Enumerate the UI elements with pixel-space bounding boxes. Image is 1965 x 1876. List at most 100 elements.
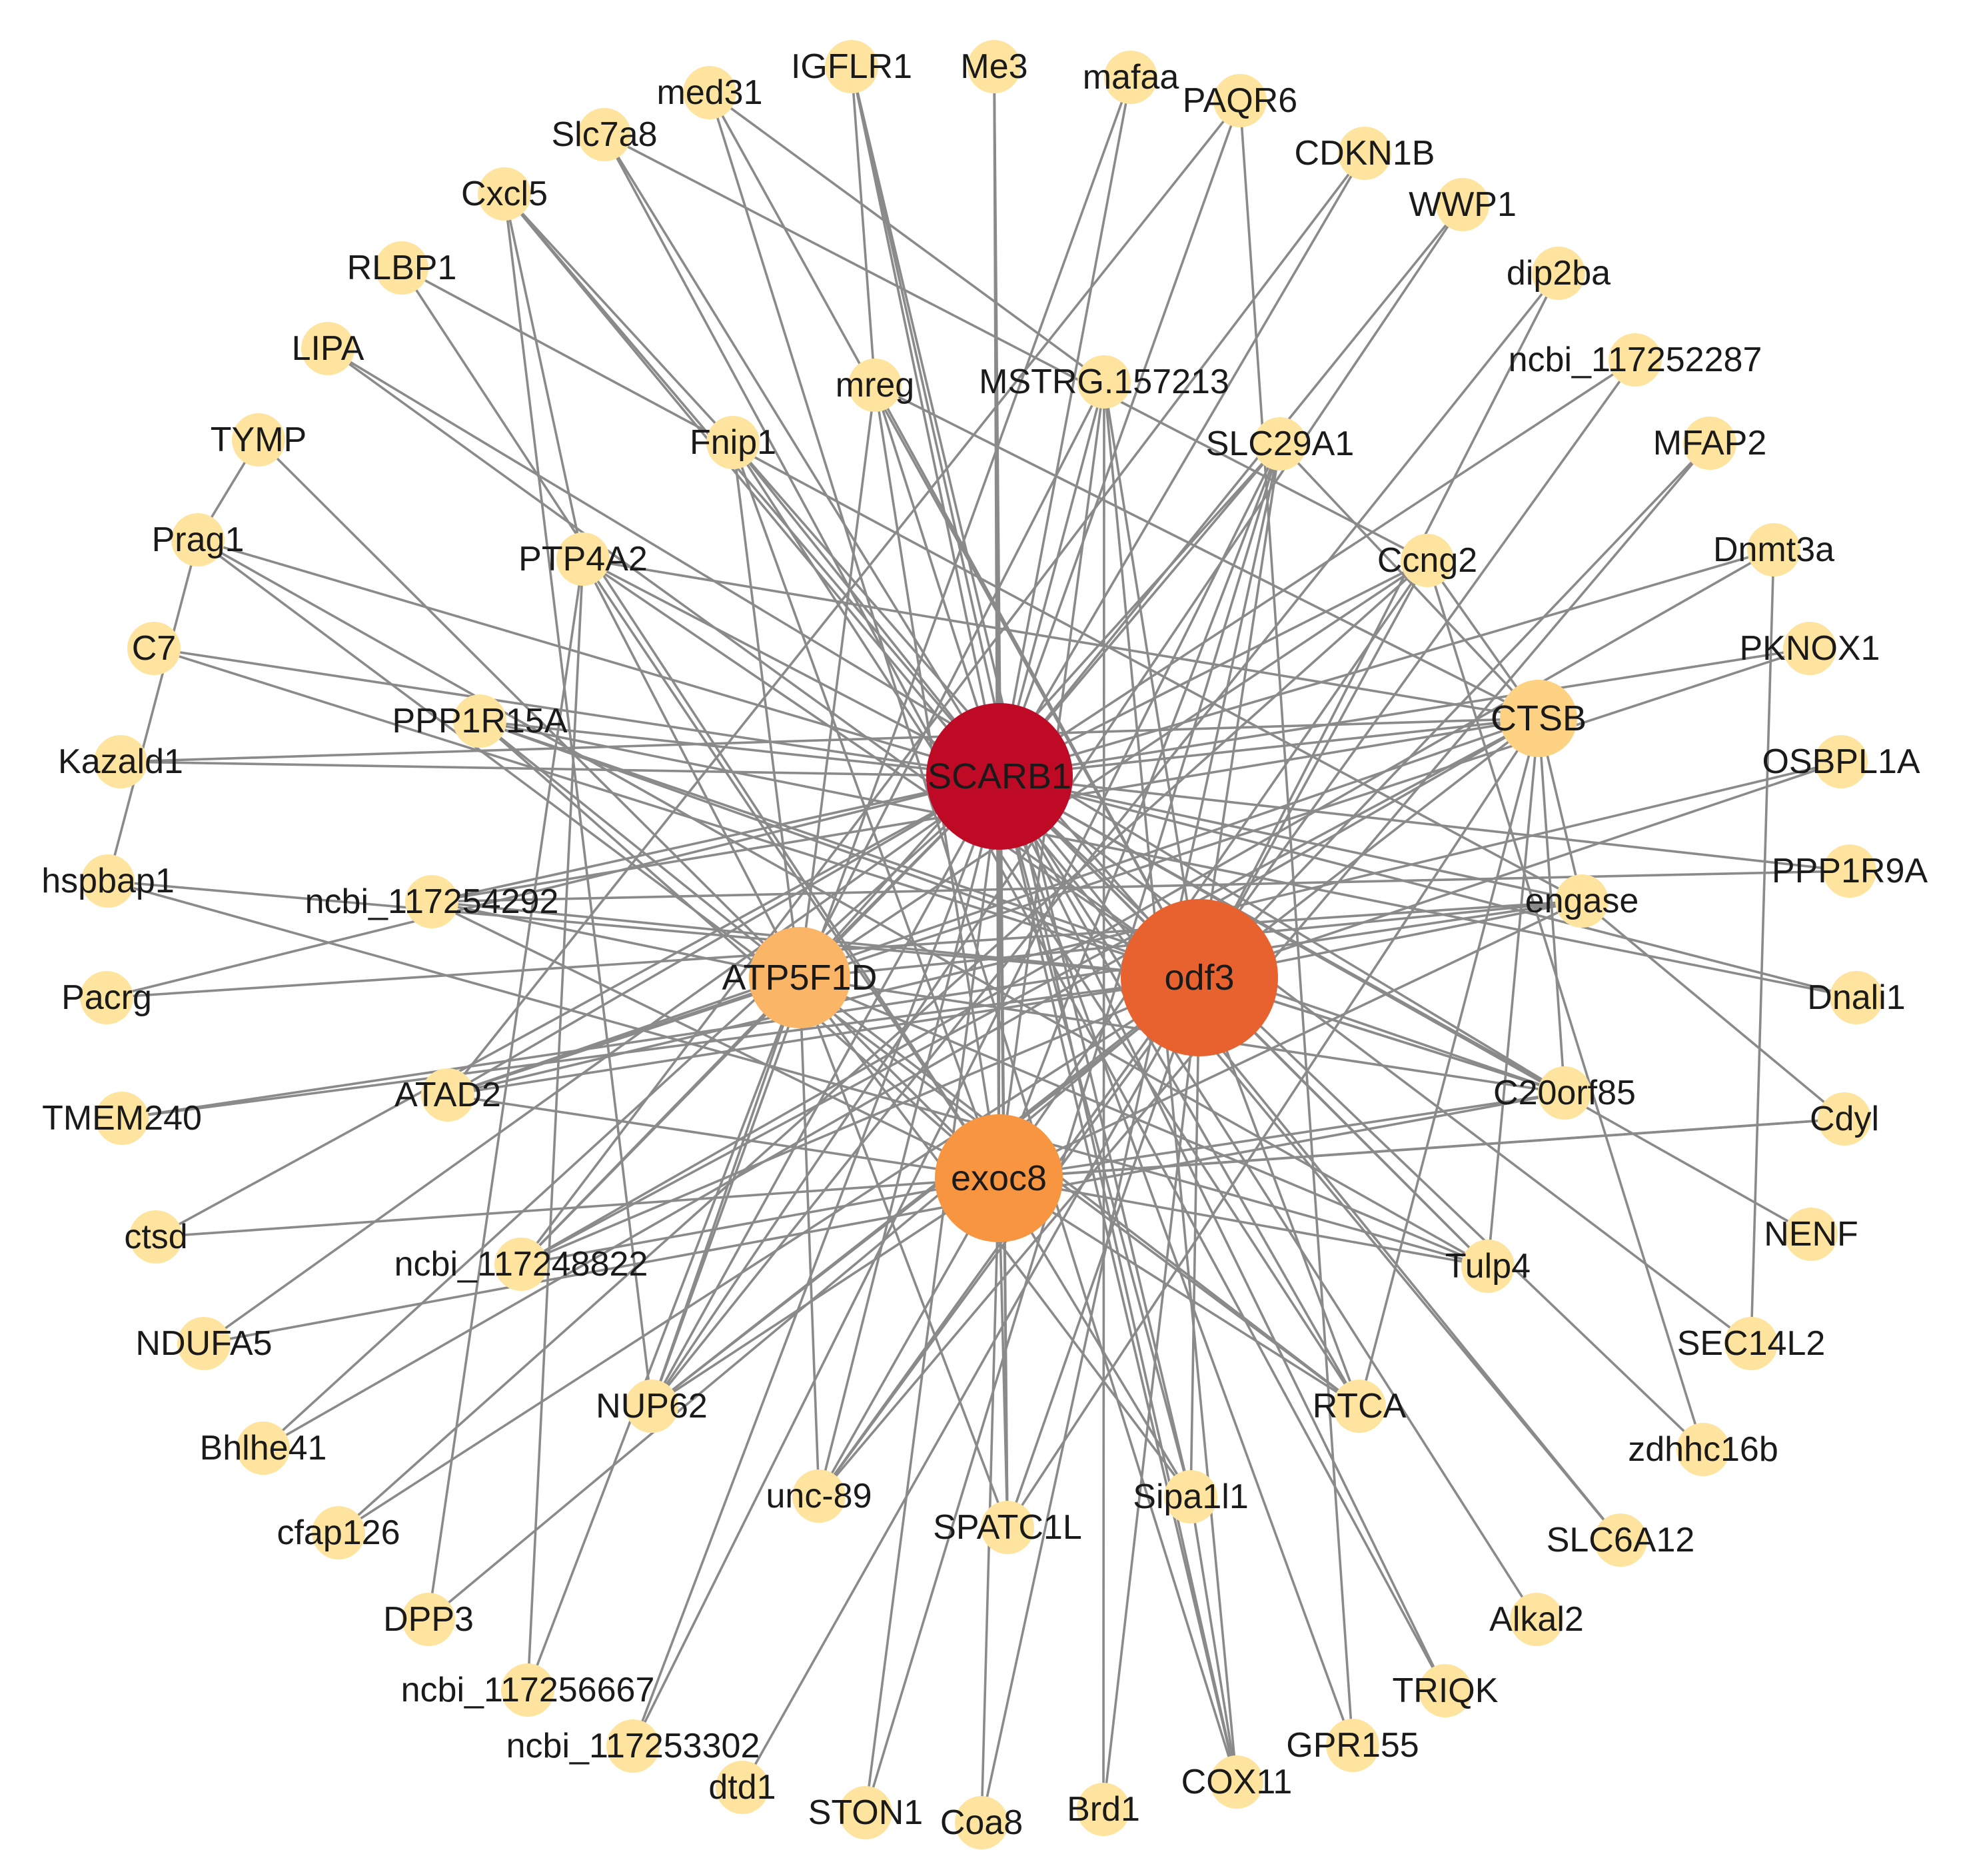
node-label-cxcl5: Cxcl5 bbox=[461, 175, 548, 213]
node-rlbp1: RLBP1 bbox=[347, 241, 456, 295]
node-circle-brd1 bbox=[1077, 1783, 1130, 1836]
node-label-spatc1l: SPATC1L bbox=[933, 1508, 1082, 1547]
node-slc7a8: Slc7a8 bbox=[552, 108, 658, 161]
edge-cxcl5-nup62 bbox=[503, 193, 653, 1407]
node-tmem240: TMEM240 bbox=[42, 1092, 202, 1145]
edge-kazald1-ctsb bbox=[120, 717, 1539, 763]
node-circle-ctsb bbox=[1500, 680, 1577, 757]
node-label-exoc8: exoc8 bbox=[951, 1158, 1047, 1198]
node-circle-slc29a1 bbox=[1253, 417, 1307, 470]
node-circle-mstrg-157213 bbox=[1077, 355, 1131, 409]
node-circle-sec14l2 bbox=[1724, 1317, 1778, 1370]
node-circle-pknox1 bbox=[1783, 622, 1836, 675]
edge-zdhhc16b-scarb1 bbox=[998, 775, 1704, 1451]
node-label-ppp1r9a: PPP1R9A bbox=[1772, 852, 1928, 890]
edge-dnmt3a-scarb1 bbox=[999, 548, 1774, 778]
node-label-sec14l2: SEC14L2 bbox=[1677, 1324, 1826, 1363]
edge-pknox1-atad2 bbox=[447, 647, 1810, 1096]
edge-cxcl5-ptp4a2 bbox=[503, 193, 584, 560]
node-cxcl5: Cxcl5 bbox=[461, 167, 548, 221]
node-label-tymp: TYMP bbox=[211, 421, 307, 459]
edge-brd1-mstrg-157213 bbox=[1102, 381, 1105, 1810]
edge-coa8-slc29a1 bbox=[980, 443, 1281, 1823]
edge-fnip1-rtca bbox=[732, 442, 1361, 1407]
edge-ptp4a2-ctsb bbox=[582, 558, 1539, 720]
node-ptp4a2: PTP4A2 bbox=[518, 532, 648, 586]
edge-slc29a1-atp5f1d bbox=[798, 443, 1281, 979]
node-circle-engase bbox=[1555, 874, 1609, 928]
edge-unc-89-atp5f1d bbox=[798, 977, 820, 1497]
node-label-cdkn1b: CDKN1B bbox=[1295, 134, 1435, 173]
node-label-slc7a8: Slc7a8 bbox=[552, 115, 658, 154]
node-circle-bhlhe41 bbox=[237, 1421, 290, 1475]
node-circle-rtca bbox=[1333, 1380, 1386, 1433]
edge-ncbi-117248822-ctsb bbox=[520, 717, 1539, 1266]
edge-rlbp1-exoc8 bbox=[400, 267, 1000, 1179]
node-coa8: Coa8 bbox=[940, 1796, 1023, 1849]
node-circle-ncbi-117248822 bbox=[494, 1238, 548, 1291]
node-label-tulp4: Tulp4 bbox=[1445, 1247, 1531, 1286]
node-circle-zdhhc16b bbox=[1676, 1423, 1730, 1476]
node-slc29a1: SLC29A1 bbox=[1206, 417, 1354, 470]
node-label-atp5f1d: ATP5F1D bbox=[722, 958, 877, 998]
node-label-atad2: ATAD2 bbox=[394, 1076, 501, 1114]
node-circle-mfap2 bbox=[1683, 417, 1736, 470]
node-label-wwp1: WWP1 bbox=[1409, 185, 1517, 224]
node-spatc1l: SPATC1L bbox=[933, 1501, 1082, 1554]
node-label-dpp3: DPP3 bbox=[383, 1600, 474, 1639]
node-rtca: RTCA bbox=[1313, 1380, 1407, 1433]
node-label-ctsb: CTSB bbox=[1491, 698, 1587, 738]
node-ncbi-117254292: ncbi_117254292 bbox=[305, 875, 559, 928]
edge-ncbi-117248822-exoc8 bbox=[520, 1177, 999, 1266]
edge-nup62-ctsb bbox=[650, 717, 1540, 1407]
node-circle-atp5f1d bbox=[749, 927, 850, 1028]
edge-rtca-ctsb bbox=[1358, 718, 1540, 1407]
edge-spatc1l-atp5f1d bbox=[798, 977, 1009, 1528]
node-label-ncbi-117256667: ncbi_117256667 bbox=[401, 1671, 655, 1709]
node-circle-ppp1r15a bbox=[453, 694, 506, 748]
node-label-c20orf85: C20orf85 bbox=[1493, 1074, 1636, 1112]
edge-ncbi-117253302-slc29a1 bbox=[632, 443, 1281, 1747]
edge-sec14l2-scarb1 bbox=[998, 775, 1752, 1345]
node-sipa1l1: Sipa1l1 bbox=[1133, 1470, 1249, 1523]
node-ndufa5: NDUFA5 bbox=[135, 1317, 273, 1370]
edge-nup62-exoc8 bbox=[651, 1177, 999, 1407]
edge-slc6a12-cxcl5 bbox=[503, 193, 1622, 1541]
node-label-tmem240: TMEM240 bbox=[42, 1099, 202, 1138]
node-hspbap1: hspbap1 bbox=[41, 854, 175, 908]
edge-cxcl5-fnip1 bbox=[503, 193, 734, 444]
edge-paqr6-scarb1 bbox=[998, 100, 1241, 777]
edge-paqr6-atad2 bbox=[446, 99, 1241, 1096]
node-circle-ncbi-117256667 bbox=[501, 1663, 554, 1717]
node-label-ncbi-117254292: ncbi_117254292 bbox=[305, 882, 559, 921]
edge-ptp4a2-exoc8 bbox=[582, 558, 1000, 1180]
edge-sec14l2-dnmt3a bbox=[1750, 549, 1775, 1344]
node-label-coa8: Coa8 bbox=[940, 1803, 1023, 1842]
node-circle-triqk bbox=[1419, 1664, 1472, 1717]
node-cdkn1b: CDKN1B bbox=[1295, 127, 1435, 180]
node-label-sipa1l1: Sipa1l1 bbox=[1133, 1477, 1248, 1516]
node-atad2: ATAD2 bbox=[394, 1068, 501, 1122]
node-circle-me3 bbox=[968, 40, 1021, 93]
edge-layer bbox=[106, 66, 1857, 1823]
node-circle-fnip1 bbox=[706, 416, 760, 469]
node-mfap2: MFAP2 bbox=[1653, 417, 1766, 470]
node-label-rtca: RTCA bbox=[1313, 1387, 1407, 1425]
node-dnali1: Dnali1 bbox=[1807, 971, 1906, 1024]
node-label-zdhhc16b: zdhhc16b bbox=[1628, 1430, 1778, 1469]
node-me3: Me3 bbox=[960, 40, 1028, 93]
node-label-ppp1r15a: PPP1R15A bbox=[392, 702, 567, 740]
node-circle-slc6a12 bbox=[1594, 1513, 1647, 1567]
edge-ctsd-scarb1 bbox=[155, 775, 1000, 1238]
node-label-ccng2: Ccng2 bbox=[1377, 541, 1477, 580]
edge-prag1-hspbap1 bbox=[107, 539, 199, 882]
node-label-ncbi-117253302: ncbi_117253302 bbox=[506, 1727, 760, 1765]
node-circle-ndufa5 bbox=[177, 1317, 231, 1370]
node-bhlhe41: Bhlhe41 bbox=[200, 1421, 327, 1475]
edge-ncbi-117253302-scarb1 bbox=[632, 776, 1001, 1747]
edge-prag1-tulp4 bbox=[197, 538, 1489, 1268]
edge-mstrg-157213-odf3 bbox=[1103, 381, 1201, 978]
edge-ppp1r15a-exoc8 bbox=[478, 720, 1000, 1180]
